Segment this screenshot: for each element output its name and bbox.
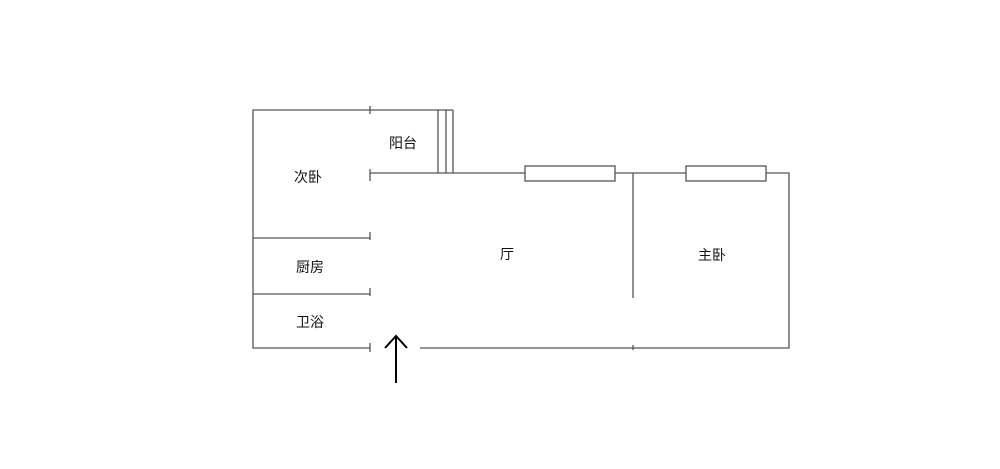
wall-top-right [370,172,790,349]
wall-left-outer [252,109,370,349]
label-master-bedroom: 主卧 [698,248,726,264]
label-second-bedroom: 次卧 [294,170,322,186]
label-kitchen: 厨房 [296,260,324,276]
label-bathroom: 卫浴 [296,315,324,331]
entrance-arrow-icon [384,334,408,383]
label-living-room: 厅 [500,247,514,263]
window-living [524,165,616,182]
window-master [685,165,767,182]
label-balcony: 阳台 [389,136,417,152]
